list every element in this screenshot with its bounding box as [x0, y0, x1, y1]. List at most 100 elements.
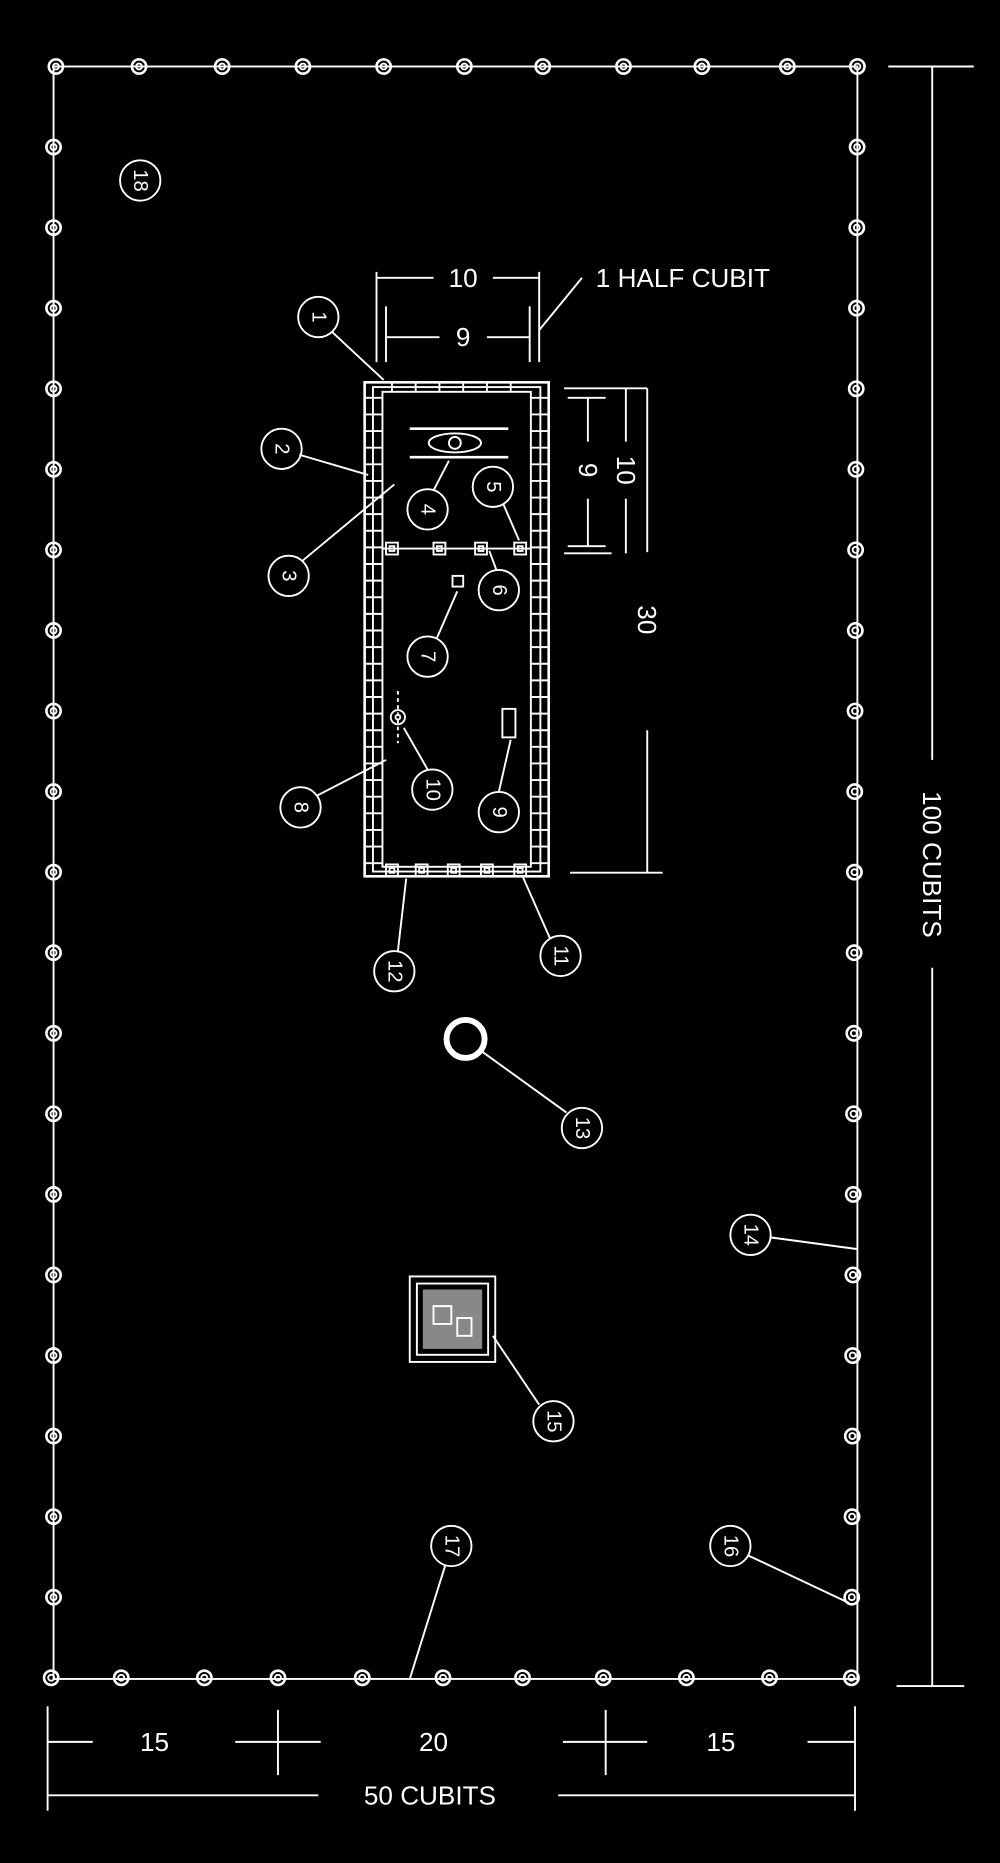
dim-court-width: 50 CUBITS	[364, 1780, 496, 1810]
fence-post	[45, 380, 62, 398]
callout-number: 10	[421, 778, 443, 800]
callout-13: 13	[560, 1106, 604, 1150]
fence-post	[195, 1669, 213, 1687]
fence-post	[846, 702, 864, 720]
lampstand-icon	[389, 691, 406, 744]
fence-post	[845, 1024, 863, 1042]
fence-post	[353, 1669, 371, 1687]
callout-number: 17	[440, 1535, 462, 1557]
callout-2: 2	[260, 427, 303, 470]
fence-post	[45, 783, 62, 800]
fence-post	[845, 1105, 862, 1123]
fence-post	[615, 58, 632, 75]
fence-post	[848, 58, 866, 75]
callout-16: 16	[709, 1524, 752, 1568]
fence-post	[846, 863, 863, 881]
callout-18: 18	[119, 159, 162, 202]
incense-altar-icon	[451, 574, 465, 588]
pillar	[385, 863, 399, 878]
callout-number: 6	[488, 585, 510, 596]
fence-post	[846, 622, 864, 639]
callout-number: 14	[740, 1224, 762, 1246]
fence-post	[848, 138, 866, 156]
fence-post	[847, 541, 865, 559]
fence-post	[45, 1024, 62, 1042]
fence-post	[45, 1347, 62, 1364]
laver-icon	[443, 1016, 488, 1061]
fence-post	[845, 944, 863, 962]
altar-icon	[408, 1275, 497, 1363]
pillar	[432, 541, 447, 556]
fence-post	[45, 138, 62, 156]
fence-post	[269, 1669, 287, 1687]
fence-post	[213, 58, 231, 75]
callout-number: 18	[129, 169, 151, 191]
fence-post	[45, 1105, 62, 1123]
callout-number: 11	[550, 945, 572, 966]
fence-post	[693, 58, 711, 75]
fence-post	[594, 1669, 612, 1687]
fence-post	[45, 1588, 62, 1606]
dim-left-section: 15	[140, 1727, 169, 1757]
callout-14: 14	[729, 1213, 772, 1257]
dim-holiest-inner: 9	[573, 463, 603, 478]
callout-number: 7	[417, 651, 439, 662]
fence-post	[843, 1669, 860, 1687]
callout-number: 9	[488, 807, 510, 818]
fence-post	[843, 1588, 861, 1606]
fence-post	[844, 1185, 862, 1203]
callout-number: 3	[278, 570, 300, 581]
fence-post	[677, 1669, 695, 1687]
callout-5: 5	[471, 465, 515, 508]
fence-post	[45, 460, 62, 478]
fence-post	[45, 1266, 62, 1284]
callout-12: 12	[373, 950, 416, 993]
pillar	[513, 541, 528, 556]
pillar	[414, 863, 429, 878]
callout-number: 16	[719, 1535, 741, 1557]
leader-lines	[299, 331, 858, 1680]
wall-note: 1 HALF CUBIT	[596, 263, 770, 293]
dimension-lines	[46, 65, 974, 1811]
fence-post	[45, 1508, 62, 1526]
dim-holiest-outer: 10	[611, 456, 641, 485]
dim-inner-width: 9	[456, 322, 471, 352]
callout-number: 8	[290, 802, 312, 813]
callout-17: 17	[430, 1524, 473, 1568]
callout-1: 1	[297, 295, 340, 339]
callout-number: 4	[417, 504, 439, 515]
callout-number: 13	[571, 1117, 593, 1139]
fence-post	[514, 1669, 531, 1687]
fence-post	[455, 58, 473, 75]
fence-post	[45, 1185, 62, 1203]
fence-post	[42, 1669, 60, 1687]
callout-4: 4	[406, 488, 449, 531]
callout-6: 6	[477, 568, 520, 612]
fence-post	[434, 1669, 452, 1687]
fence-post	[45, 944, 62, 962]
fence-post	[761, 1669, 778, 1687]
dim-outer-width: 10	[449, 263, 478, 293]
callout-9: 9	[477, 791, 520, 834]
fence-post	[846, 783, 864, 800]
fence-post	[130, 58, 148, 75]
fence-post	[112, 1669, 130, 1687]
dim-gate-section: 20	[419, 1727, 448, 1757]
fence-post	[844, 1266, 862, 1284]
dim-court-length: 100 CUBITS	[917, 791, 947, 938]
callout-number: 5	[482, 481, 504, 492]
callout-3: 3	[267, 554, 310, 598]
callout-number: 12	[383, 960, 405, 982]
fence-post	[45, 219, 62, 237]
ark-icon	[409, 427, 509, 459]
table-icon	[501, 707, 517, 739]
callout-15: 15	[532, 1400, 575, 1443]
fence-post	[848, 299, 865, 317]
pillar	[385, 541, 399, 556]
fence-post	[45, 1427, 62, 1445]
dim-tabernacle-length: 30	[632, 605, 662, 634]
pillar	[446, 863, 461, 878]
fence-post	[847, 380, 865, 398]
